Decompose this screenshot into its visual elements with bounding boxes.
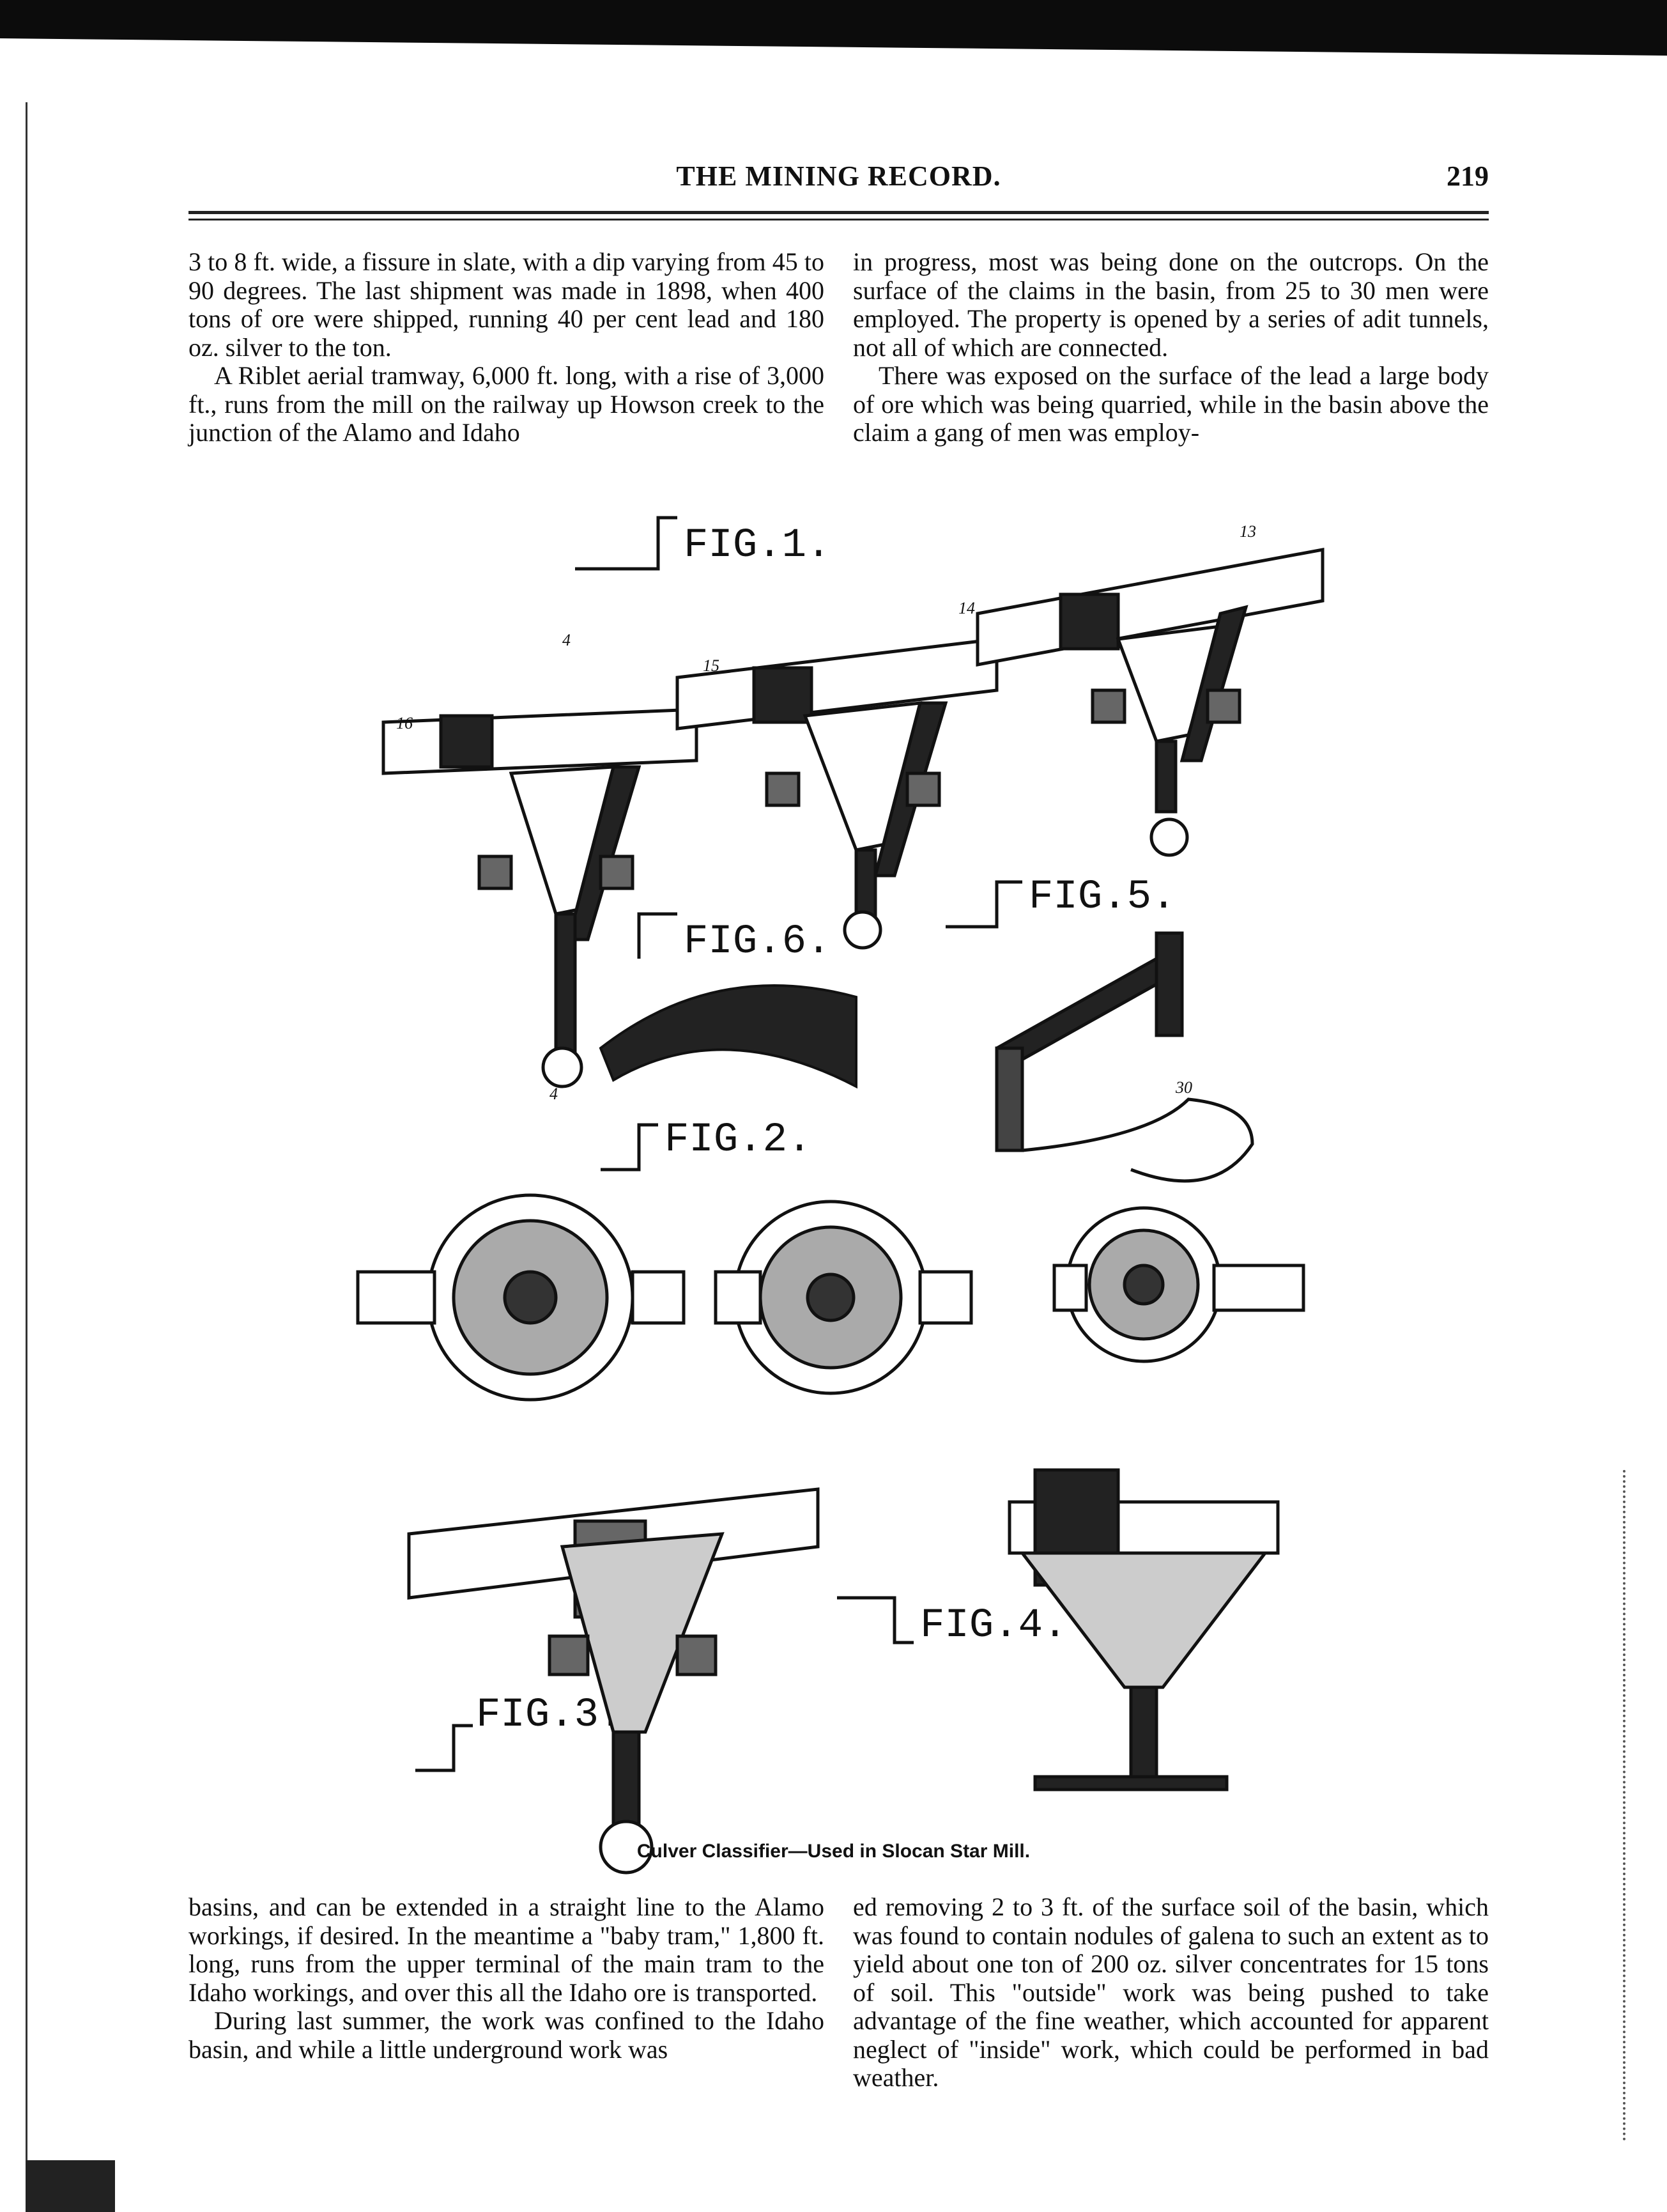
fig3-bracket <box>415 1724 473 1772</box>
svg-text:16: 16 <box>396 714 413 732</box>
bottom-right-column: ed removing 2 to 3 ft. of the surface so… <box>853 1892 1489 2092</box>
paragraph: There was exposed on the surface of the … <box>853 361 1489 447</box>
scan-left-corner <box>26 2160 115 2212</box>
paragraph: basins, and can be extended in a straigh… <box>188 1892 824 2007</box>
fig6-bracket <box>637 912 677 959</box>
svg-text:15: 15 <box>703 656 719 675</box>
fig4-drawing <box>1008 1468 1280 1791</box>
fig5-label: FIG.5. <box>1029 874 1176 920</box>
paragraph: in progress, most was being done on the … <box>853 247 1489 362</box>
svg-text:14: 14 <box>958 599 975 617</box>
scan-right-edge <box>1623 1470 1657 2141</box>
bottom-left-column: basins, and can be extended in a straigh… <box>188 1892 824 2064</box>
part-numbers: 4 16 15 13 14 4 30 <box>396 522 1256 1103</box>
fig2-label: FIG.2. <box>664 1117 811 1163</box>
fig6-drawing <box>599 984 857 1089</box>
svg-text:30: 30 <box>1175 1078 1192 1097</box>
scan-left-edge <box>26 102 34 2211</box>
header-rule-2 <box>188 219 1489 220</box>
paragraph: 3 to 8 ft. wide, a fissure in slate, wit… <box>188 247 824 362</box>
top-left-column: 3 to 8 ft. wide, a fissure in slate, wit… <box>188 247 824 447</box>
fig4-label: FIG.4. <box>920 1603 1067 1649</box>
fig5-drawing <box>995 931 1254 1183</box>
svg-text:4: 4 <box>549 1085 558 1103</box>
paragraph: During last summer, the work was confine… <box>188 2006 824 2064</box>
fig1-bracket <box>575 516 677 571</box>
fig5-bracket <box>946 880 1022 929</box>
paragraph: ed removing 2 to 3 ft. of the surface so… <box>853 1892 1489 2092</box>
fig1-drawing <box>381 547 1325 1088</box>
page-number: 219 <box>1447 160 1489 192</box>
fig3-label: FIG.3. <box>476 1692 623 1738</box>
fig1-label: FIG.1. <box>684 523 831 569</box>
svg-text:13: 13 <box>1240 522 1256 541</box>
running-header: THE MINING RECORD. 219 <box>188 160 1489 198</box>
figure-caption: Culver Classifier—Used in Slocan Star Mi… <box>636 1841 1031 1862</box>
fig2-bracket <box>601 1123 658 1172</box>
fig3-drawing <box>407 1487 820 1875</box>
fig2-drawing <box>356 1193 1305 1402</box>
fig4-bracket <box>837 1596 914 1644</box>
top-right-column: in progress, most was being done on the … <box>853 247 1489 447</box>
journal-title: THE MINING RECORD. <box>676 160 1001 192</box>
fig6-label: FIG.6. <box>684 919 831 965</box>
paragraph: A Riblet aerial tramway, 6,000 ft. long,… <box>188 361 824 447</box>
svg-text:4: 4 <box>562 631 571 649</box>
header-rule <box>188 211 1489 214</box>
